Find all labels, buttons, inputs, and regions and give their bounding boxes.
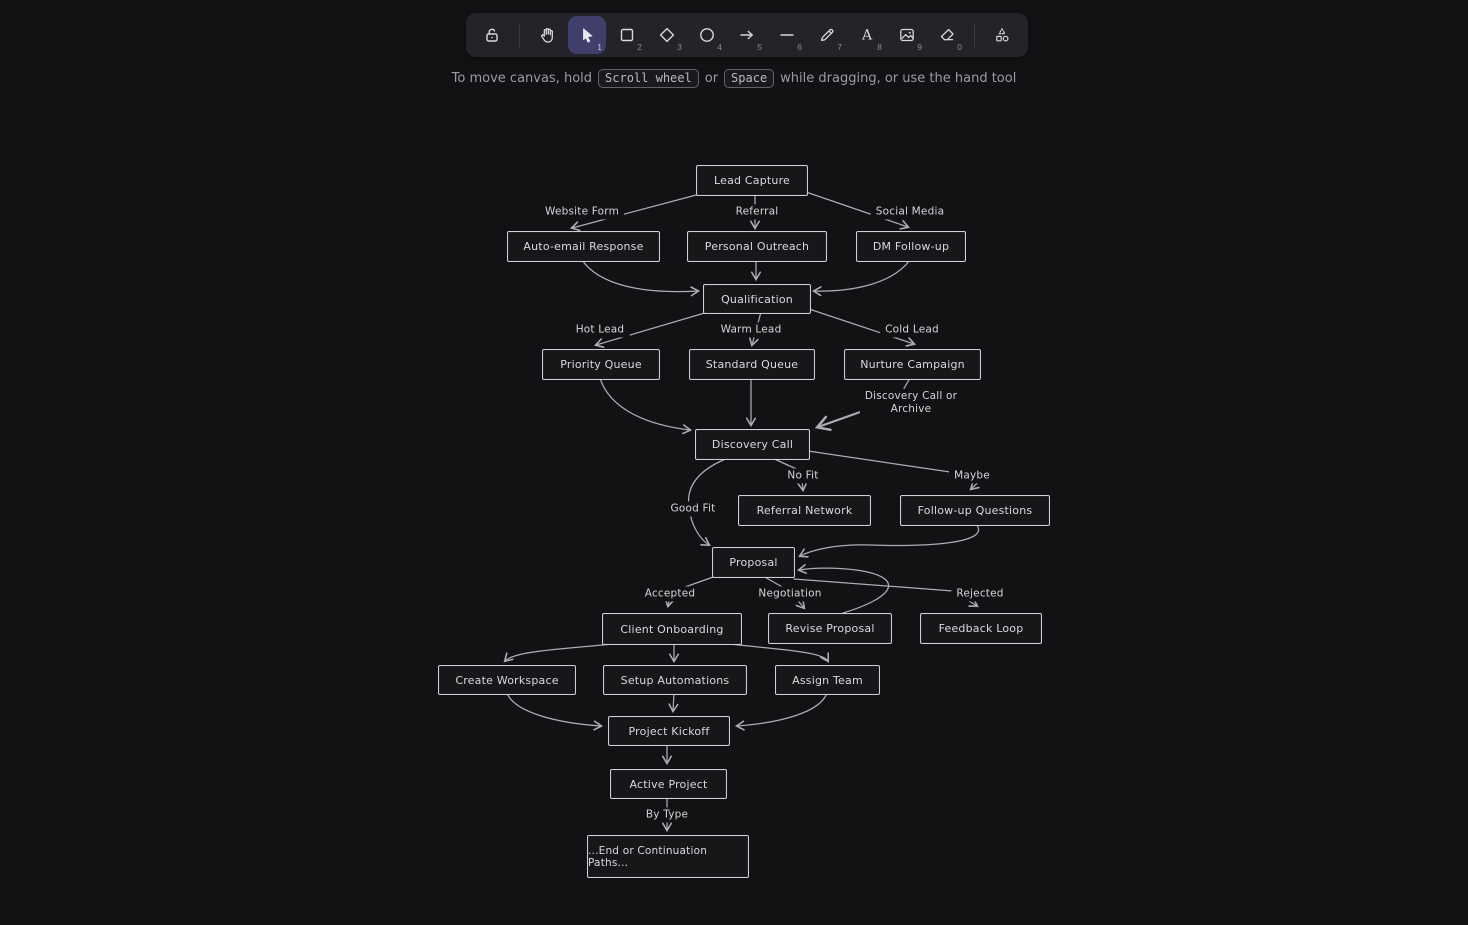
more-shapes-button[interactable] (983, 16, 1021, 54)
eraser-tool-button[interactable]: 0 (928, 16, 966, 54)
edge-label-good-fit[interactable]: Good Fit (665, 501, 721, 517)
node-end-or-continuation[interactable]: ...End or Continuation Paths... (587, 835, 749, 878)
edge-followup-to-proposal[interactable] (798, 523, 979, 558)
edge-dm-to-qualification[interactable] (811, 259, 911, 297)
shortcut-number: 8 (877, 41, 882, 52)
hand-tool-button[interactable] (528, 16, 566, 54)
selection-tool-button[interactable]: 1 (568, 16, 606, 54)
selection-cursor-icon (583, 28, 593, 43)
arrow-icon (740, 30, 753, 40)
edge-lead-to-autoemail[interactable] (569, 193, 701, 232)
ellipse-icon (700, 28, 714, 42)
node-auto-email-response[interactable]: Auto-email Response (507, 231, 660, 262)
edge-label-by-type[interactable]: By Type (640, 807, 694, 823)
shortcut-number: 6 (797, 41, 802, 52)
image-tool-button[interactable]: 9 (888, 16, 926, 54)
edge-automations-to-kickoff[interactable] (668, 692, 679, 714)
node-create-workspace[interactable]: Create Workspace (438, 665, 576, 695)
lock-tool-button[interactable] (473, 16, 511, 54)
node-project-kickoff[interactable]: Project Kickoff (608, 716, 730, 746)
edge-autoemail-to-qualification[interactable] (581, 259, 701, 297)
edge-revise-to-proposal[interactable] (796, 563, 890, 614)
edge-priority-to-discovery[interactable] (599, 377, 693, 435)
edge-label-maybe[interactable]: Maybe (949, 468, 995, 484)
edge-qualification-to-priority[interactable] (593, 311, 709, 348)
node-qualification[interactable]: Qualification (703, 284, 811, 314)
edge-onboarding-to-workspace[interactable] (503, 642, 622, 663)
edge-label-social-media[interactable]: Social Media (870, 204, 950, 220)
edge-label-rejected[interactable]: Rejected (951, 586, 1009, 602)
edge-label-negotiation[interactable]: Negotiation (753, 586, 827, 602)
node-client-onboarding[interactable]: Client Onboarding (602, 613, 742, 645)
line-tool-button[interactable]: 6 (768, 16, 806, 54)
shortcut-number: 2 (637, 41, 642, 52)
image-icon (900, 28, 914, 42)
edge-label-no-fit[interactable]: No Fit (782, 468, 824, 484)
toolbar-divider (974, 23, 975, 47)
text-tool-button[interactable]: A 8 (848, 16, 886, 54)
scroll-wheel-key: Scroll wheel (598, 69, 699, 88)
edge-label-website-form[interactable]: Website Form (539, 204, 625, 220)
more-shapes-icon (996, 28, 1009, 42)
shortcut-number: 0 (957, 41, 962, 52)
text-icon: A (861, 28, 873, 44)
shortcut-number: 1 (597, 41, 602, 52)
edge-workspace-to-kickoff[interactable] (506, 692, 604, 731)
canvas-hint: To move canvas, hold Scroll wheel or Spa… (0, 69, 1468, 88)
arrow-tool-button[interactable]: 5 (728, 16, 766, 54)
node-feedback-loop[interactable]: Feedback Loop (920, 613, 1042, 644)
rectangle-icon (620, 28, 634, 42)
pencil-icon (820, 28, 834, 42)
node-assign-team[interactable]: Assign Team (775, 665, 880, 695)
node-active-project[interactable]: Active Project (610, 769, 727, 799)
hand-icon (541, 27, 553, 43)
edge-team-to-kickoff[interactable] (734, 692, 828, 731)
node-discovery-call[interactable]: Discovery Call (695, 429, 810, 460)
shortcut-number: 7 (837, 41, 842, 52)
lock-icon (486, 28, 498, 42)
node-revise-proposal[interactable]: Revise Proposal (768, 613, 892, 644)
toolbar-divider (519, 23, 520, 47)
shortcut-number: 3 (677, 41, 682, 52)
hint-text-prefix: To move canvas, hold (451, 71, 593, 86)
node-standard-queue[interactable]: Standard Queue (689, 349, 815, 380)
toolbar: 1 2 3 4 5 (466, 13, 1028, 57)
node-personal-outreach[interactable]: Personal Outreach (687, 231, 827, 262)
shortcut-number: 9 (917, 41, 922, 52)
hint-text-suffix: while dragging, or use the hand tool (780, 71, 1017, 86)
edge-label-discovery-call-or-archive[interactable]: Discovery Call or Archive (859, 388, 963, 418)
svg-text:A: A (861, 28, 873, 44)
edge-lead-to-dm[interactable] (805, 191, 911, 230)
line-icon (780, 34, 794, 36)
rectangle-tool-button[interactable]: 2 (608, 16, 646, 54)
eraser-icon (940, 28, 954, 41)
node-dm-follow-up[interactable]: DM Follow-up (856, 231, 966, 262)
space-key: Space (724, 69, 775, 88)
draw-tool-button[interactable]: 7 (808, 16, 846, 54)
node-lead-capture[interactable]: Lead Capture (696, 165, 808, 196)
node-setup-automations[interactable]: Setup Automations (603, 665, 747, 695)
edge-label-accepted[interactable]: Accepted (639, 586, 701, 602)
edge-label-cold-lead[interactable]: Cold Lead (880, 322, 944, 338)
shortcut-number: 4 (717, 41, 722, 52)
ellipse-tool-button[interactable]: 4 (688, 16, 726, 54)
edge-qualification-to-nurture[interactable] (805, 307, 917, 347)
node-proposal[interactable]: Proposal (712, 547, 795, 578)
node-follow-up-questions[interactable]: Follow-up Questions (900, 495, 1050, 526)
edge-label-warm-lead[interactable]: Warm Lead (715, 322, 787, 338)
diamond-tool-button[interactable]: 3 (648, 16, 686, 54)
hint-text-or: or (704, 71, 719, 86)
node-priority-queue[interactable]: Priority Queue (542, 349, 660, 380)
shortcut-number: 5 (757, 41, 762, 52)
diamond-icon (659, 27, 675, 43)
node-referral-network[interactable]: Referral Network (738, 495, 871, 526)
edge-label-referral[interactable]: Referral (730, 204, 784, 220)
node-nurture-campaign[interactable]: Nurture Campaign (844, 349, 981, 380)
edge-onboarding-to-team[interactable] (719, 642, 830, 663)
edge-label-hot-lead[interactable]: Hot Lead (570, 322, 630, 338)
